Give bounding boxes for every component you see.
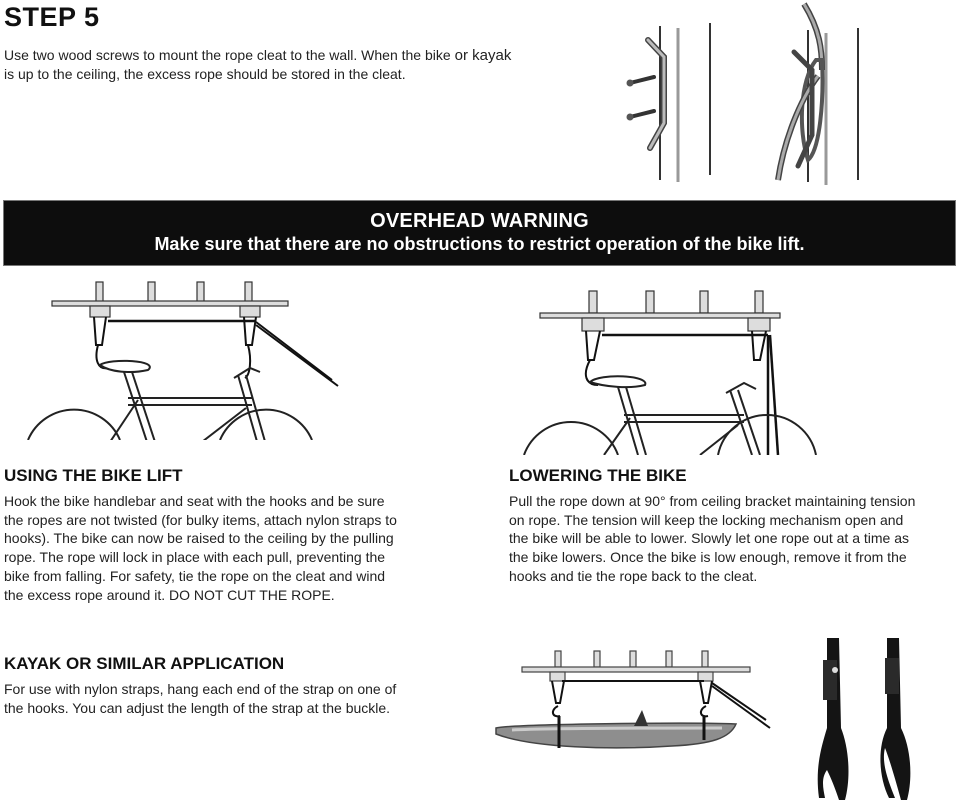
lowering-line: hooks and tie the rope back to the cleat… — [509, 567, 758, 584]
step-instructions: Use two wood screws to mount the rope cl… — [4, 46, 584, 84]
step-text-extra: or kayak — [454, 47, 512, 64]
kayak-line: For use with nylon straps, hang each end… — [4, 681, 397, 697]
using-line: hooks). The bike can now be raised to th… — [4, 530, 394, 547]
using-text: Hook the bike handlebar and seat with th… — [4, 492, 474, 604]
step-text-line-2: is up to the ceiling, the excess rope sh… — [4, 66, 406, 82]
warning-title: OVERHEAD WARNING — [370, 210, 589, 232]
bike-lift-raising-illustration — [27, 281, 339, 440]
using-title: USING THE BIKE LIFT — [4, 466, 183, 485]
nylon-straps-illustration — [817, 638, 911, 800]
using-line: the excess rope around it. DO NOT CUT TH… — [4, 586, 335, 603]
kayak-title: KAYAK OR SIMILAR APPLICATION — [4, 654, 285, 673]
lowering-line: the bike will be able to lower. Slowly l… — [509, 530, 909, 547]
step-title: STEP 5 — [4, 2, 100, 32]
bike-lift-lowering-illustration — [523, 290, 817, 455]
lowering-line: the bike lowers. Once the bike is low en… — [509, 549, 907, 566]
lowering-bike-section: LOWERING THE BIKE Pull the rope down at … — [509, 466, 959, 586]
kayak-section: KAYAK OR SIMILAR APPLICATION For use wit… — [4, 654, 474, 717]
kayak-line: the hooks. You can adjust the length of … — [4, 699, 391, 716]
lowering-line: on rope. The tension will keep the locki… — [509, 511, 904, 528]
using-line: bike from falling. For safety, tie the r… — [4, 567, 386, 584]
kayak-lift-illustration — [495, 650, 771, 749]
lowering-line: Pull the rope down at 90° from ceiling b… — [509, 493, 916, 509]
overhead-warning-banner: OVERHEAD WARNING Make sure that there ar… — [3, 200, 956, 266]
using-line: rope. The rope will lock in place with e… — [4, 549, 386, 566]
kayak-text: For use with nylon straps, hang each end… — [4, 680, 474, 717]
step-text-line-1: Use two wood screws to mount the rope cl… — [4, 47, 451, 63]
using-bike-lift-section: USING THE BIKE LIFT Hook the bike handle… — [4, 466, 474, 604]
using-line: Hook the bike handlebar and seat with th… — [4, 493, 385, 509]
warning-text: Make sure that there are no obstructions… — [154, 234, 805, 254]
lowering-text: Pull the rope down at 90° from ceiling b… — [509, 492, 959, 586]
using-line: the ropes are not twisted (for bulky ite… — [4, 511, 397, 528]
rope-cleat-with-rope-illustration — [775, 2, 859, 185]
lowering-title: LOWERING THE BIKE — [509, 466, 687, 485]
rope-cleat-with-screws-illustration — [626, 23, 711, 182]
